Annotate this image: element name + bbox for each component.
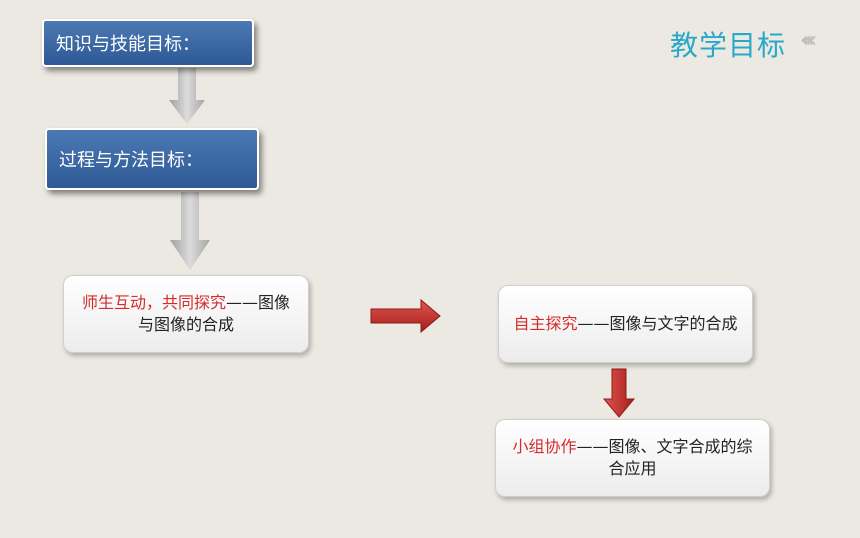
group-collab-box: 小组协作——图像、文字合成的综合应用 [495,419,770,497]
process-goal-label: 过程与方法目标： [59,150,203,171]
interaction-highlight: 师生互动，共同探究 [81,293,226,312]
down-arrow-icon [169,68,205,124]
self-explore-box: 自主探究——图像与文字的合成 [498,285,753,363]
process-goal-box: 过程与方法目标： [45,128,259,190]
right-arrow-icon [370,298,441,334]
self-explore-rest: ——图像与文字的合成 [577,314,738,333]
page-title: 教学目标 [670,29,787,62]
group-collab-rest: ——图像、文字合成的综合应用 [576,437,753,478]
interaction-box: 师生互动，共同探究——图像与图像的合成 [63,275,309,353]
down-arrow-icon [602,368,636,418]
self-explore-highlight: 自主探究 [513,314,578,333]
down-arrow-icon [170,192,210,270]
knowledge-goal-box: 知识与技能目标： [42,19,254,67]
knowledge-goal-label: 知识与技能目标： [56,34,200,55]
group-collab-text: 小组协作——图像、文字合成的综合应用 [506,436,759,480]
self-explore-text: 自主探究——图像与文字的合成 [513,313,737,335]
interaction-rest: ——图像与图像的合成 [137,293,291,334]
group-collab-highlight: 小组协作 [512,437,577,456]
interaction-text: 师生互动，共同探究——图像与图像的合成 [74,292,298,336]
